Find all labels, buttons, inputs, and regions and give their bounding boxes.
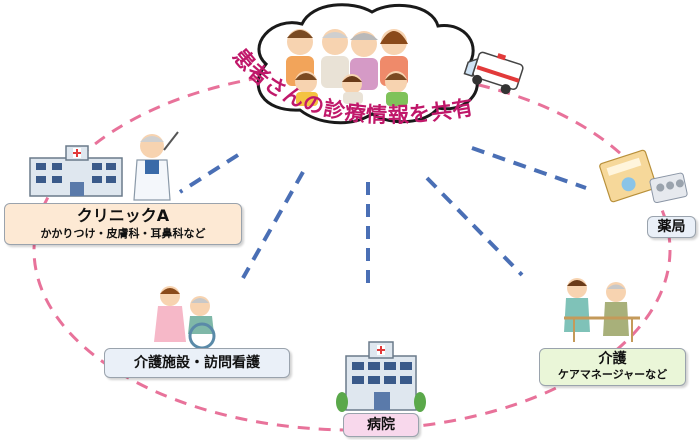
hospital-label: 病院 bbox=[343, 413, 419, 437]
caregiver-icon bbox=[564, 278, 640, 342]
clinic-building-icon bbox=[29, 145, 123, 197]
clinic-subtitle: かかりつけ・皮膚科・耳鼻科など bbox=[40, 227, 206, 240]
pharmacy-label: 薬局 bbox=[647, 216, 696, 238]
ambulance-icon bbox=[463, 51, 524, 95]
medicine-notebook-icon bbox=[599, 149, 657, 203]
care-subtitle: ケアマネージャーなど bbox=[557, 368, 668, 381]
care-label-box: 介護 ケアマネージャーなど bbox=[539, 348, 686, 386]
sharing-ring bbox=[32, 68, 672, 432]
care-facility-label: 介護施設・訪問看護 bbox=[104, 348, 290, 378]
doctor-icon bbox=[133, 131, 179, 201]
pill-pack-icon bbox=[649, 172, 688, 204]
clinic-label-box: クリニックA かかりつけ・皮膚科・耳鼻科など bbox=[4, 203, 242, 245]
family-illustration bbox=[286, 29, 408, 106]
clinic-title: クリニックA bbox=[76, 206, 170, 225]
spoke-care-facility bbox=[241, 171, 305, 279]
spoke-clinic bbox=[178, 153, 240, 194]
hospital-building-icon bbox=[336, 341, 426, 412]
nurse-wheelchair-icon bbox=[154, 286, 216, 350]
care-title: 介護 bbox=[598, 351, 627, 367]
spoke-pharmacy bbox=[471, 146, 587, 190]
spoke-care bbox=[425, 176, 524, 277]
